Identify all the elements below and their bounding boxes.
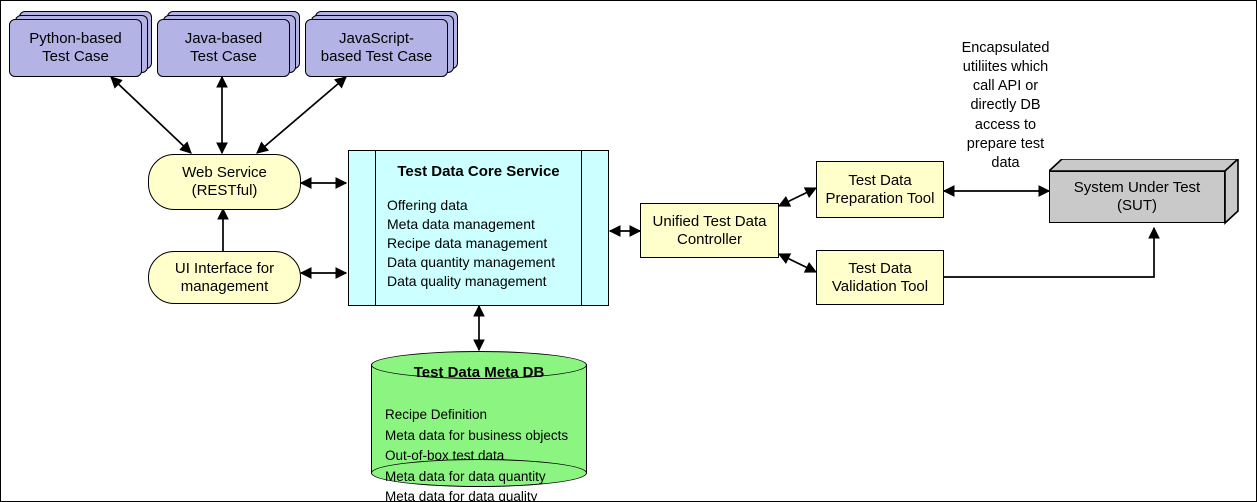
list-item: Data quality management [387,273,547,290]
sut-front-face: System Under Test (SUT) [1049,171,1225,223]
connector-javascript-webservice [256,76,347,154]
component-divider-left [375,151,376,305]
list-item: Meta data for business objects [385,427,569,443]
annotation-line: call API or [972,78,1039,95]
validation-tool-label-line2: Validation Tool [831,277,929,295]
connector-validation-sut [944,226,1160,278]
test-data-preparation-tool[interactable]: Test Data Preparation Tool [816,161,944,218]
cylinder-bottom-ellipse [371,459,587,487]
test-data-core-service[interactable]: Test Data Core Service Offering data Met… [348,150,609,306]
controller-label-line2: Controller [676,230,743,248]
connector-controller-validation [777,253,818,273]
system-under-test[interactable]: System Under Test (SUT) [1049,159,1239,227]
test-case-label-line1: JavaScript- [338,30,415,47]
annotation-line: prepare test [966,135,1045,152]
ui-interface-label-line1: UI Interface for [174,259,275,277]
list-item: Recipe Definition [385,407,488,422]
preparation-tool-label-line2: Preparation Tool [825,189,935,207]
list-item: Meta data management [387,216,535,233]
list-item: Data quantity management [387,254,556,271]
test-case-python[interactable]: Python-based Test Case [9,11,154,79]
annotation-line: data [991,154,1020,171]
encapsulated-utilities-annotation: Encapsulated utiliites which call API or… [944,39,1067,173]
list-item: Meta data for data quality [385,489,538,502]
card-front: JavaScript- based Test Case [305,19,448,77]
database-content: Test Data Meta DB Recipe Definition Meta… [371,351,587,501]
sut-label-line1: System Under Test [1073,179,1201,196]
ui-interface-node[interactable]: UI Interface for management [148,251,301,304]
cylinder-body [371,365,587,473]
test-case-label-line2: Test Case [190,48,257,65]
test-case-javascript[interactable]: JavaScript- based Test Case [305,11,460,79]
test-data-validation-tool[interactable]: Test Data Validation Tool [816,250,944,305]
unified-test-data-controller[interactable]: Unified Test Data Controller [640,203,779,258]
web-service-label-line1: Web Service [182,164,267,182]
component-divider-right [581,151,582,305]
validation-tool-label-line1: Test Data [848,259,912,277]
web-service-label-line2: (RESTful) [191,182,258,199]
database-item-list: Recipe Definition Meta data for business… [385,405,569,502]
database-title: Test Data Meta DB [413,364,545,381]
component-content: Test Data Core Service Offering data Met… [377,151,580,305]
cylinder-top-ellipse [371,351,587,379]
annotation-line: Encapsulated [961,40,1050,56]
list-item: Recipe data management [387,235,548,252]
annotation-line: utiliites which [962,59,1049,76]
annotation-line: access to [974,116,1037,133]
card-front: Python-based Test Case [9,19,142,77]
web-service-node[interactable]: Web Service (RESTful) [148,154,301,210]
test-data-meta-db[interactable]: Test Data Meta DB Recipe Definition Meta… [371,351,587,501]
core-service-feature-list: Offering data Meta data management Recip… [387,196,555,291]
ui-interface-label-line2: management [180,277,269,295]
card-front: Java-based Test Case [157,19,290,77]
test-case-label-line2: based Test Case [320,48,433,65]
controller-label-line1: Unified Test Data [652,212,767,230]
annotation-line: directly DB [970,97,1041,114]
list-item: Out-of-box test data [385,448,505,464]
sut-3d-shell [1049,159,1239,225]
test-case-label-line2: Test Case [42,48,109,65]
connector-python-webservice [110,76,192,154]
test-case-java[interactable]: Java-based Test Case [157,11,302,79]
core-service-title: Test Data Core Service [397,163,560,180]
sut-label-line2: (SUT) [1117,197,1157,214]
test-case-label-line1: Java-based [184,30,263,47]
preparation-tool-label-line1: Test Data [848,171,912,189]
test-case-label-line1: Python-based [29,30,122,47]
list-item: Meta data for data quantity [385,468,546,484]
list-item: Offering data [387,197,468,213]
connector-controller-preparation [777,187,818,207]
